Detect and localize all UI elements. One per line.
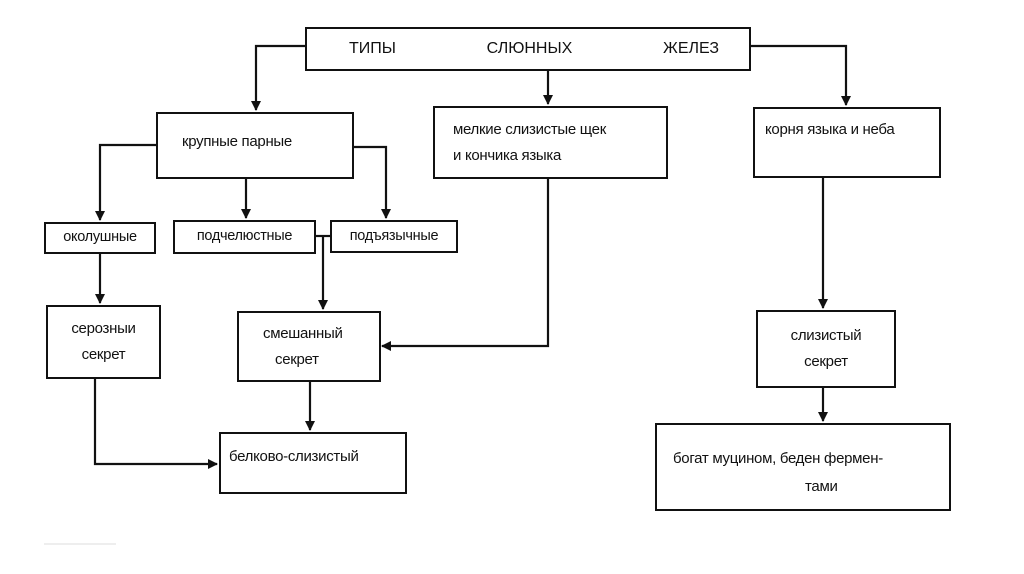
- node-label-line-2: секрет: [804, 353, 848, 370]
- node-label-line-1: мелкие слизистые щек: [453, 121, 606, 138]
- node-mucin-rich: богат муцином, беден фермен- тами: [655, 423, 951, 511]
- node-label-line-1: смешанный: [263, 325, 343, 342]
- edge-small-mucous-to-mixed: [381, 178, 550, 351]
- node-mucous-secretion: слизистый секрет: [756, 310, 896, 388]
- node-tongue-root: корня языка и неба: [753, 107, 941, 178]
- edge-large-paired-to-parotid: [95, 143, 156, 221]
- edge-large-paired-to-sublingual: [353, 145, 391, 219]
- edge-serous-to-protein-mucous: [93, 378, 218, 469]
- node-label: корня языка и неба: [765, 121, 895, 138]
- node-mixed-secretion: смешанный секрет: [237, 311, 381, 382]
- node-label: подчелюстные: [196, 228, 293, 245]
- node-sublingual: подъязычные: [330, 220, 458, 253]
- node-label-line-2: и кончика языка: [453, 147, 562, 165]
- node-protein-mucous: белково-слизистый: [219, 432, 407, 494]
- node-label-line-1: богат муцином, беден фермен-: [673, 450, 883, 467]
- title-word-types: ТИПЫ: [349, 40, 396, 58]
- title-word-salivary: СЛЮННЫХ: [486, 40, 573, 58]
- faint-underline-artifact: [44, 543, 116, 545]
- node-label-line-2: секрет: [275, 351, 319, 369]
- node-label-line-2: секрет: [81, 346, 126, 363]
- node-label-line-1: слизистый: [790, 326, 862, 344]
- title-box: ТИПЫ СЛЮННЫХ ЖЕЛЕЗ: [305, 27, 751, 71]
- node-large-paired: крупные парные: [156, 112, 354, 179]
- node-submandibular: подчелюстные: [173, 220, 316, 254]
- title-word-glands: ЖЕЛЕЗ: [663, 40, 719, 58]
- edge-title-to-tongue-root: [750, 44, 851, 106]
- node-label-line-1: серозныи: [71, 319, 136, 337]
- edge-title-to-large-paired: [251, 44, 305, 111]
- node-label: крупные парные: [182, 133, 292, 150]
- node-label: подъязычные: [349, 227, 439, 244]
- node-small-mucous: мелкие слизистые щек и кончика языка: [433, 106, 668, 179]
- node-label: околушные: [63, 229, 137, 246]
- node-label-line-2: тами: [805, 477, 838, 495]
- node-parotid: околушные: [44, 222, 156, 254]
- node-label: белково-слизистый: [229, 448, 359, 465]
- node-serous-secretion: серозныи секрет: [46, 305, 161, 379]
